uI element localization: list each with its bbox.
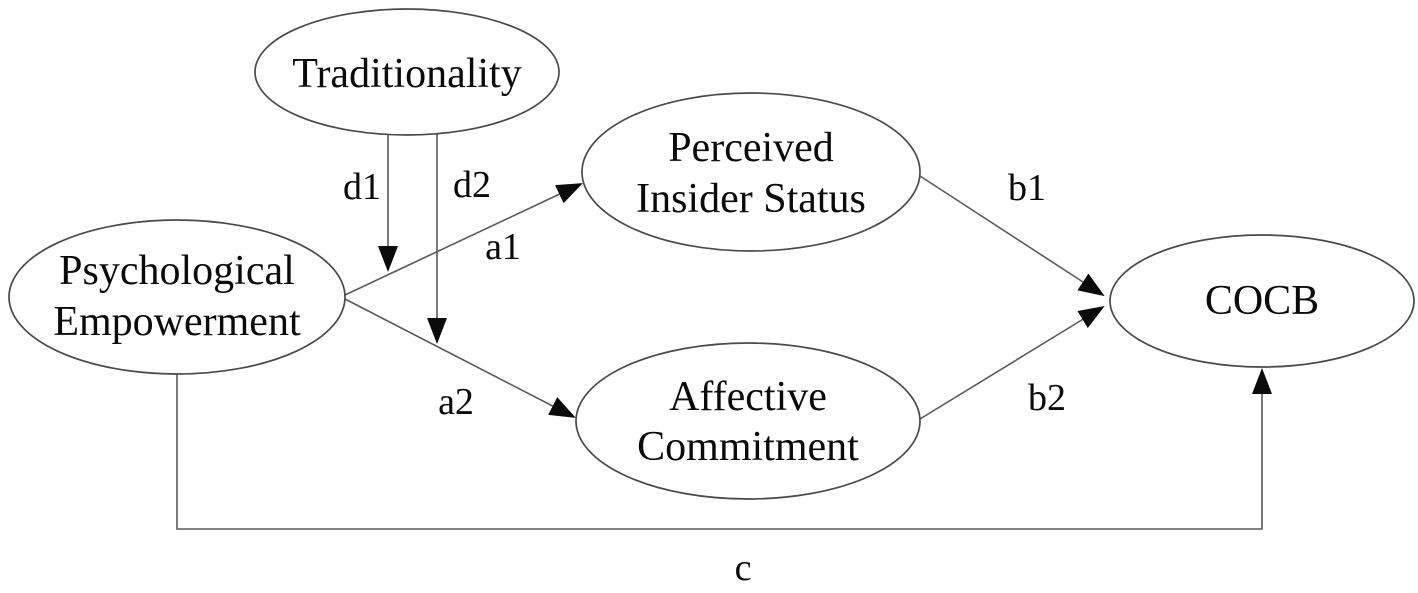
edge-label-b2: b2 — [1028, 377, 1066, 419]
edge-a1-arrow — [344, 183, 583, 296]
node-perceived-insider-status-ellipse — [581, 92, 921, 252]
node-traditionality-label: Traditionality — [292, 51, 521, 97]
nodes-group: Traditionality Psychological Empowerment… — [8, 8, 1415, 500]
edge-b2-arrow — [919, 305, 1105, 420]
edges-group — [176, 134, 1272, 530]
edge-label-a1: a1 — [485, 226, 521, 268]
edge-label-a2: a2 — [438, 381, 474, 423]
node-perceived-insider-status-label-line2: Insider Status — [636, 176, 866, 222]
edge-c-arrow — [176, 368, 1272, 530]
node-perceived-insider-status-label-line1: Perceived — [668, 125, 834, 171]
edge-labels-group: d1 d2 a1 a2 b1 b2 c — [343, 164, 1066, 589]
edge-a2-arrow — [344, 298, 576, 418]
edge-label-d2: d2 — [453, 164, 491, 206]
edge-label-b1: b1 — [1008, 167, 1046, 209]
node-psychological-empowerment-ellipse — [8, 219, 346, 375]
node-cocb-ellipse — [1109, 234, 1415, 368]
node-affective-commitment-label-line1: Affective — [669, 374, 827, 420]
node-psychological-empowerment-label-line1: Psychological — [59, 248, 295, 294]
node-psychological-empowerment-label-line2: Empowerment — [53, 299, 301, 345]
node-traditionality-ellipse — [254, 8, 560, 136]
node-cocb-label: COCB — [1205, 278, 1319, 324]
edge-label-d1: d1 — [343, 166, 381, 208]
node-affective-commitment-label-line2: Commitment — [637, 424, 859, 470]
edge-label-c: c — [735, 547, 752, 589]
edge-b1-arrow — [919, 175, 1105, 297]
node-affective-commitment-ellipse — [575, 342, 921, 500]
